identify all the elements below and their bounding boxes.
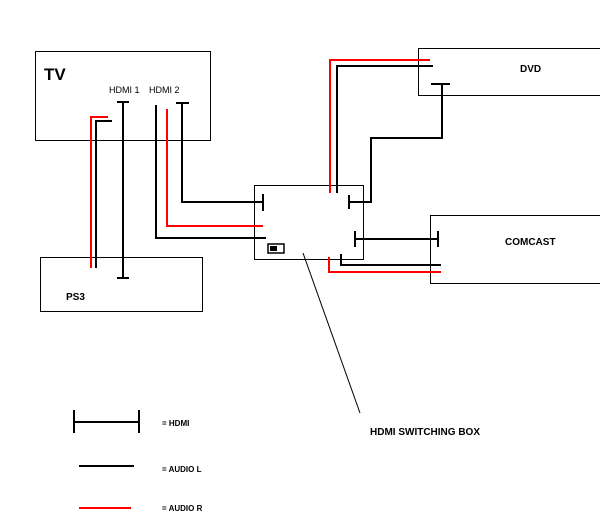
legend-hdmi-sample [73, 410, 140, 433]
switch-box-pointer [302, 252, 361, 414]
dvd-switch-hdmi-cable [348, 83, 450, 209]
comcast-switch-audio-l [340, 254, 441, 266]
tv-ps3-hdmi-cable [117, 101, 129, 279]
switch-box-indicator-fill [270, 246, 277, 251]
ps3-label: PS3 [66, 292, 85, 303]
hdmi2-label: HDMI 2 [149, 85, 180, 95]
switch-box [254, 185, 364, 260]
dvd-switch-audio-r [329, 59, 430, 193]
legend-audio-r-label: = AUDIO R [162, 504, 203, 513]
comcast-switch-audio-r [328, 257, 441, 273]
legend: = HDMI = AUDIO L = AUDIO R [73, 410, 203, 513]
ps3-box [40, 257, 203, 312]
tv-switch-audio-r [166, 109, 263, 227]
tv-switch-hdmi-cable [176, 102, 264, 211]
hdmi1-label: HDMI 1 [109, 85, 140, 95]
comcast-box [430, 215, 600, 284]
dvd-switch-audio-l [336, 65, 433, 193]
legend-audio-l-label: = AUDIO L [162, 465, 202, 474]
comcast-label: COMCAST [505, 237, 556, 248]
dvd-box [418, 48, 600, 96]
dvd-label: DVD [520, 64, 541, 75]
switch-box-label: HDMI SWITCHING BOX [370, 427, 480, 438]
switch-box-indicator [267, 243, 285, 254]
tv-ps3-audio-r [90, 116, 108, 268]
tv-label: TV [44, 65, 66, 84]
tv-ps3-audio-l [95, 120, 112, 268]
comcast-switch-hdmi-cable [354, 231, 439, 247]
tv-switch-audio-l [155, 105, 266, 239]
legend-hdmi-label: = HDMI [162, 419, 189, 428]
